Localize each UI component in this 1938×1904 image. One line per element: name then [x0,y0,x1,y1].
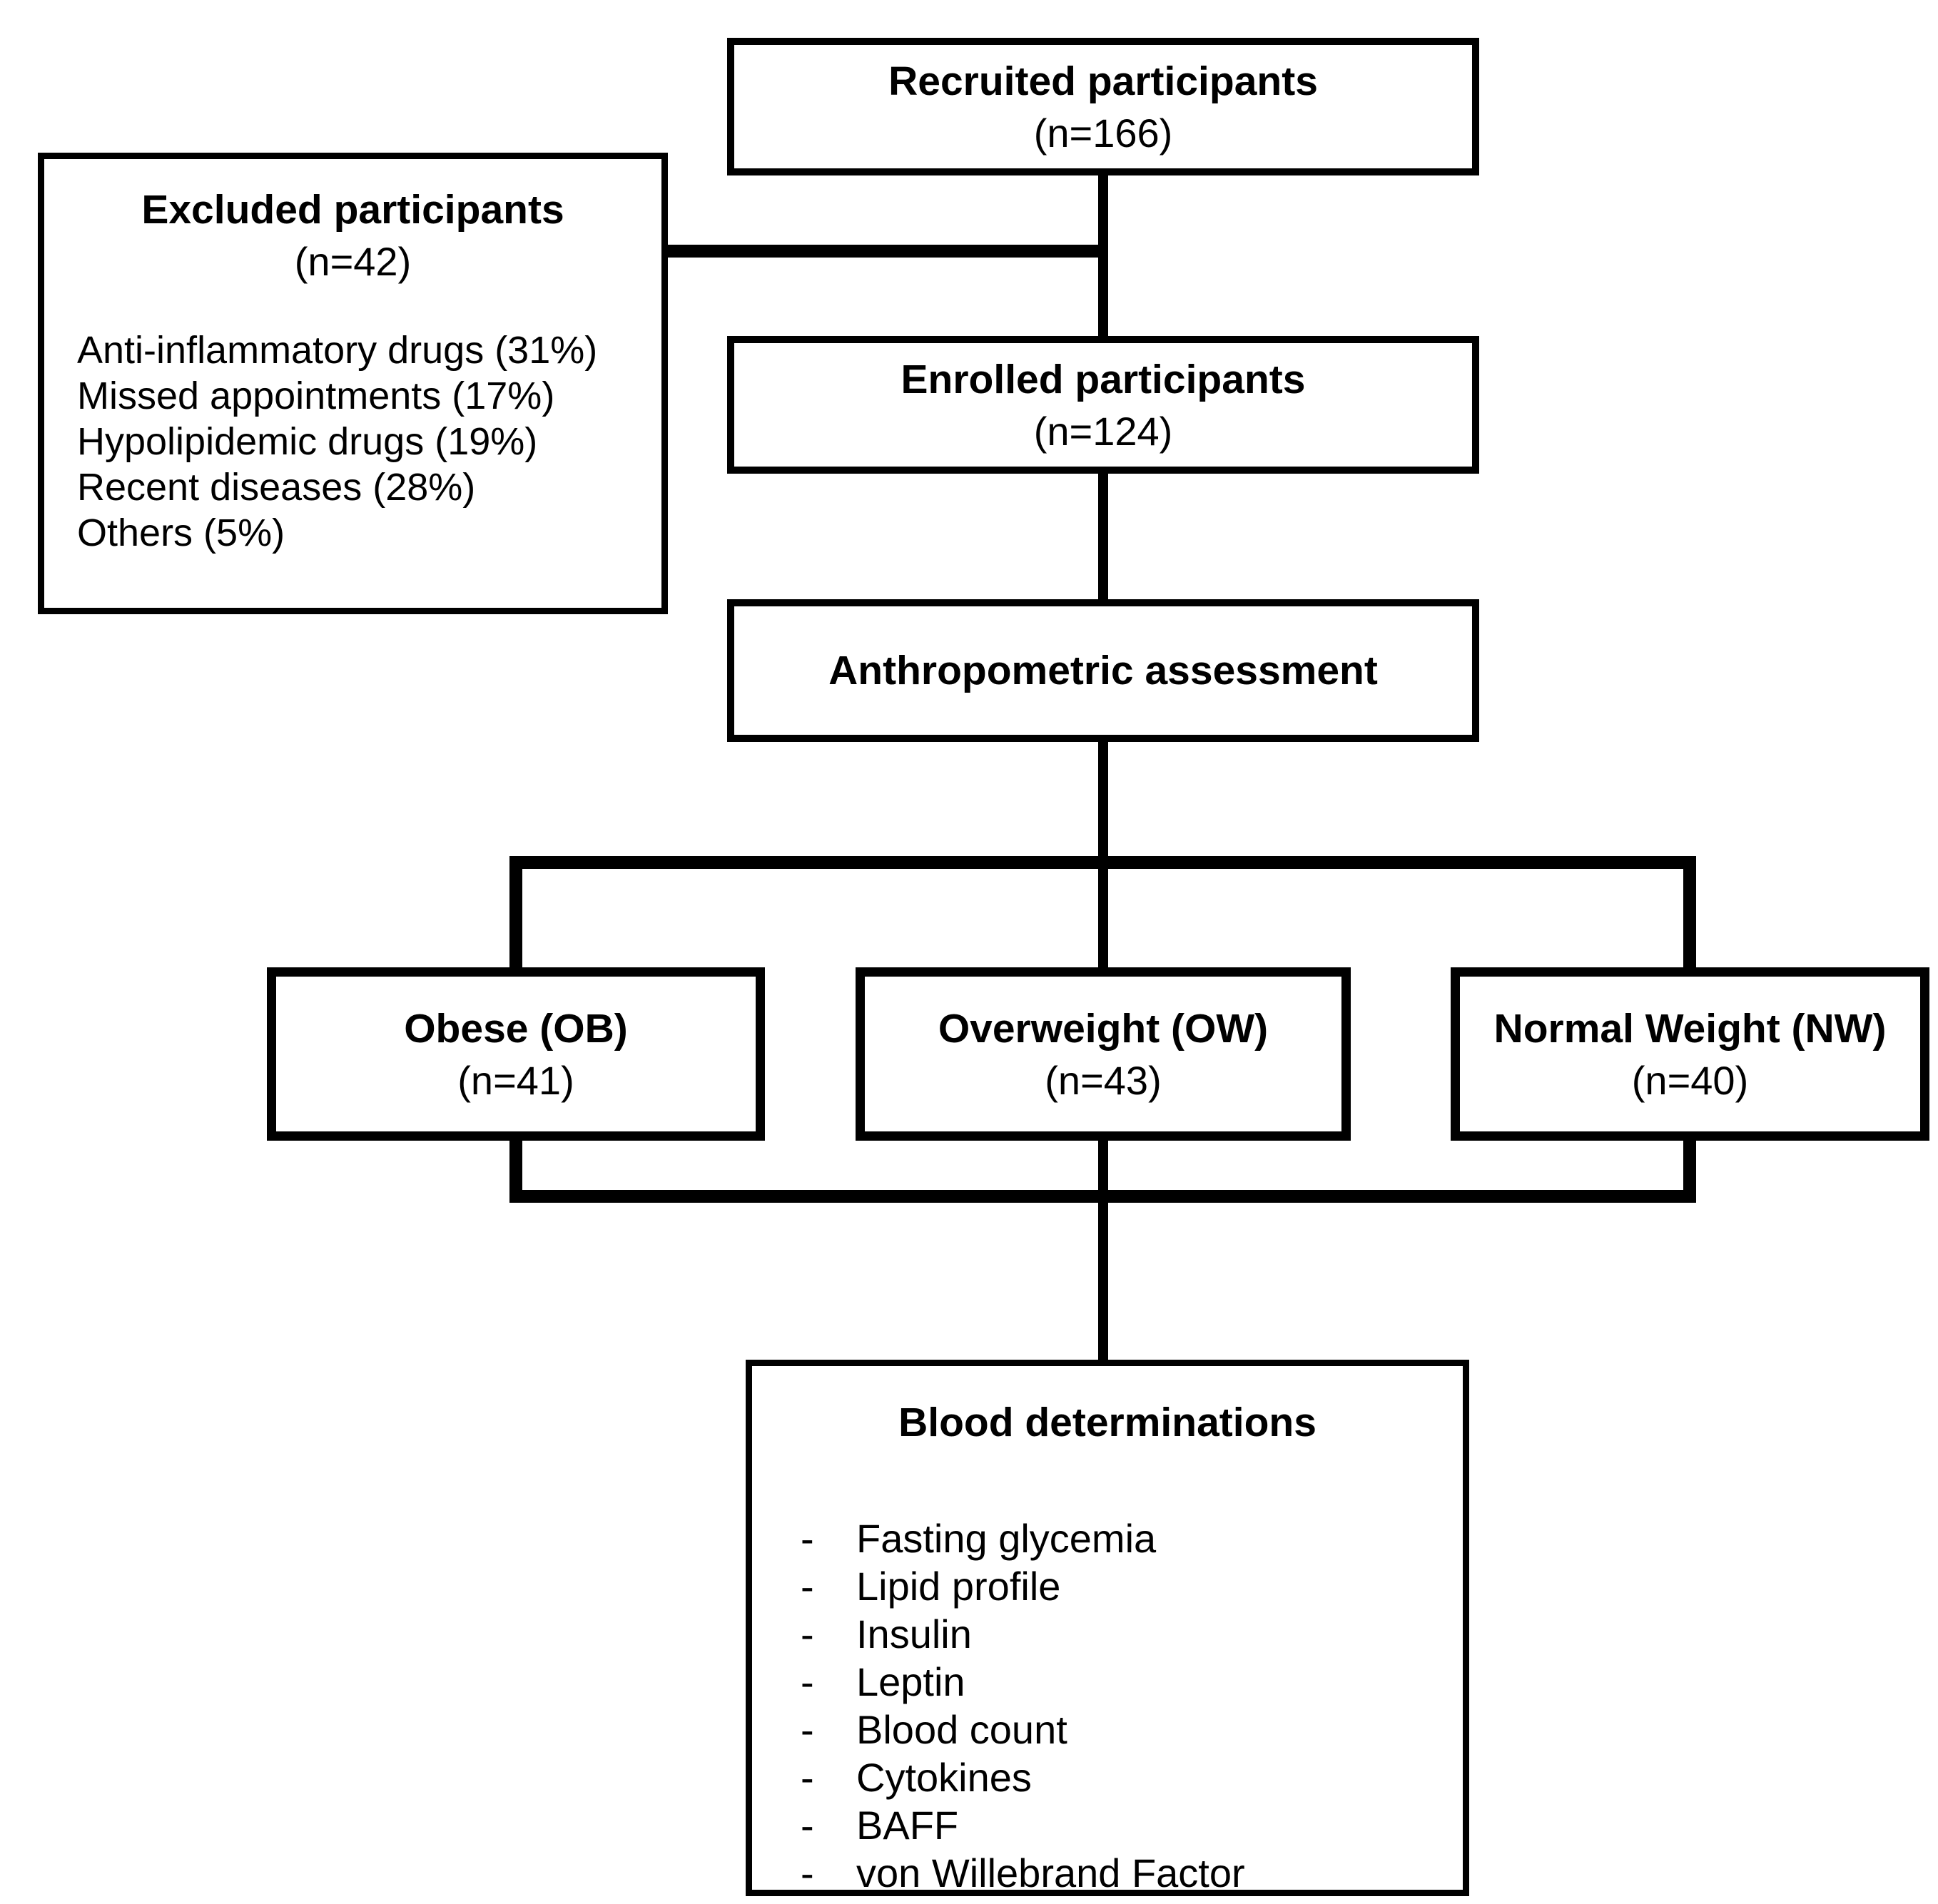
blood-test-item: - Cytokines [801,1753,1463,1801]
enrolled-box: Enrolled participants (n=124) [727,336,1479,474]
blood-test-label: Fasting glycemia [856,1516,1157,1561]
merge-horizontal-bottom [509,1190,1696,1203]
excluded-reason-item: Anti-inflammatory drugs (31%) [77,329,598,372]
merge-stub-normal-weight [1683,1137,1696,1203]
enrolled-title: Enrolled participants [900,356,1306,402]
dash-bullet: - [801,1755,814,1800]
blood-test-item: - Blood count [801,1706,1463,1753]
blood-test-label: BAFF [856,1803,959,1848]
normal-weight-title: Normal Weight (NW) [1493,1005,1887,1052]
overweight-box: Overweight (OW) (n=43) [856,967,1351,1141]
merge-stub-overweight [1098,1137,1108,1203]
blood-test-label: Insulin [856,1612,972,1656]
excluded-reason-list: Anti-inflammatory drugs (31%) Missed app… [44,327,661,556]
blood-determinations-title: Blood determinations [898,1400,1316,1445]
obese-count: (n=41) [457,1057,574,1103]
dash-bullet: - [801,1564,814,1609]
excluded-count: (n=42) [294,239,412,284]
connector-merge-to-blood [1098,1203,1108,1365]
blood-test-item: - Leptin [801,1658,1463,1706]
blood-test-item: - Fasting glycemia [801,1514,1463,1562]
blood-test-label: Cytokines [856,1755,1032,1800]
overweight-title: Overweight (OW) [938,1005,1269,1052]
connector-excluded-branch [661,245,1108,258]
excluded-reason-item: Others (5%) [77,511,285,554]
dash-bullet: - [801,1612,814,1656]
anthropometric-title: Anthropometric assessment [828,648,1378,693]
normal-weight-box: Normal Weight (NW) (n=40) [1451,967,1929,1141]
excluded-reason-item: Hypolipidemic drugs (19%) [77,420,538,463]
excluded-reason-item: Missed appointments (17%) [77,375,555,417]
dash-bullet: - [801,1659,814,1704]
blood-test-item: - BAFF [801,1801,1463,1849]
branch-stub-normal-weight [1683,863,1696,972]
excluded-box: Excluded participants (n=42) Anti-inflam… [38,153,668,614]
enrolled-count: (n=124) [1033,408,1173,454]
branch-stub-obese [509,863,522,972]
dash-bullet: - [801,1516,814,1561]
blood-test-item: - Lipid profile [801,1562,1463,1610]
blood-test-label: Blood count [856,1707,1067,1752]
recruited-box: Recruited participants (n=166) [727,38,1479,175]
connector-enrolled-to-anthropometric [1098,468,1108,605]
obese-title: Obese (OB) [404,1005,628,1052]
blood-test-item: - Insulin [801,1610,1463,1658]
recruited-title: Recruited participants [888,58,1318,104]
connector-anthropometric-to-overweight [1098,736,1108,972]
excluded-reason-item: Recent diseases (28%) [77,466,476,509]
blood-test-label: Lipid profile [856,1564,1061,1609]
dash-bullet: - [801,1707,814,1752]
normal-weight-count: (n=40) [1631,1057,1749,1103]
dash-bullet: - [801,1850,814,1895]
excluded-title: Excluded participants [141,187,564,233]
blood-test-label: Leptin [856,1659,965,1704]
obese-box: Obese (OB) (n=41) [267,967,765,1141]
branch-horizontal-top [509,856,1696,869]
overweight-count: (n=43) [1045,1057,1162,1103]
blood-test-label: von Willebrand Factor [856,1850,1245,1895]
blood-test-item: - von Willebrand Factor [801,1849,1463,1897]
blood-determinations-box: Blood determinations - Fasting glycemia … [746,1360,1469,1896]
merge-stub-obese [509,1137,522,1203]
blood-test-list: - Fasting glycemia - Lipid profile - Ins… [752,1514,1463,1897]
recruited-count: (n=166) [1033,110,1173,156]
dash-bullet: - [801,1803,814,1848]
anthropometric-box: Anthropometric assessment [727,599,1479,742]
